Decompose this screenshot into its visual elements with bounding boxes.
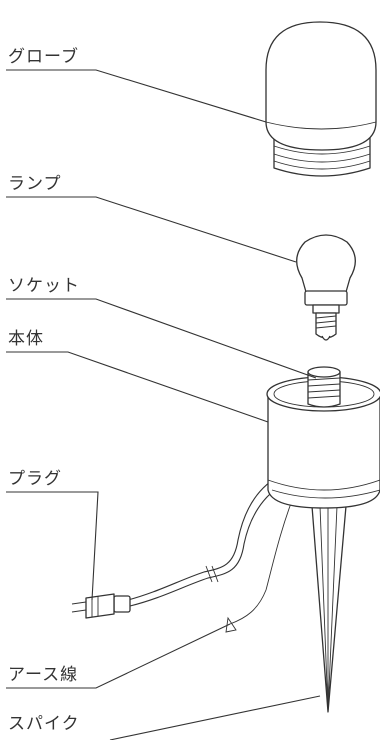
socket-leader xyxy=(6,298,317,379)
lamp-part xyxy=(296,234,356,341)
body-leader xyxy=(6,351,269,423)
label-socket: ソケット xyxy=(8,276,80,296)
plug-leader xyxy=(6,491,99,601)
plug-part xyxy=(71,593,131,619)
spike-part xyxy=(311,505,347,713)
globe-part xyxy=(265,21,377,177)
label-earth-wire: アース線 xyxy=(8,665,79,685)
label-spike: スパイク xyxy=(8,714,80,734)
globe-leader xyxy=(6,69,267,123)
earth-wire-leader xyxy=(6,623,231,689)
label-globe: グローブ xyxy=(8,47,79,67)
spike-leader xyxy=(109,695,321,740)
label-body: 本体 xyxy=(8,329,44,349)
label-lamp: ランプ xyxy=(8,174,62,194)
socket-part xyxy=(307,366,341,408)
lamp-leader xyxy=(6,196,297,263)
label-plug: プラグ xyxy=(8,469,62,489)
leader-lines xyxy=(6,69,321,740)
